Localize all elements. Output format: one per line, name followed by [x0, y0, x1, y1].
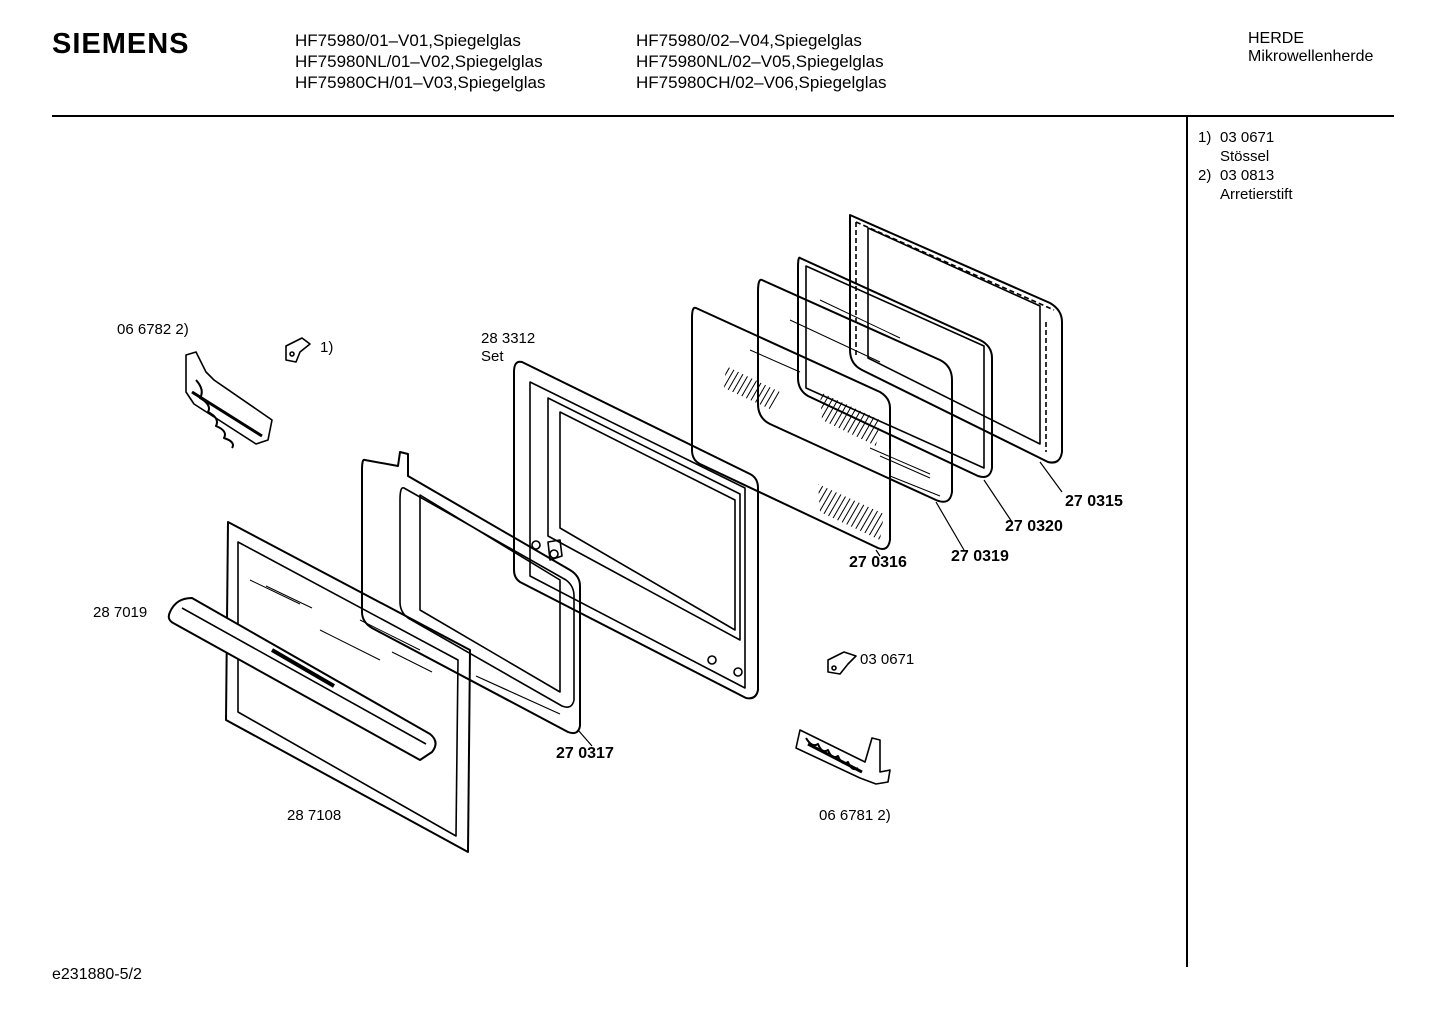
mesh-screen-270316 [691, 306, 931, 550]
model-line: HF75980CH/01–V03,Spiegelglas [295, 73, 546, 92]
inner-glass-frame-270317 [361, 451, 581, 735]
part-label-270317: 27 0317 [556, 745, 614, 762]
header-divider [52, 115, 1394, 117]
document-code: e231880-5/2 [52, 966, 142, 983]
model-list-2: HF75980/02–V04,Spiegelglas HF75980NL/02–… [636, 30, 886, 93]
model-line: HF75980NL/01–V02,Spiegelglas [295, 52, 543, 71]
category-title: HERDE [1248, 30, 1305, 47]
leader-lines [475, 461, 1063, 747]
part-label-066781: 06 6781 2) [819, 807, 891, 824]
part-label-270316: 27 0316 [849, 554, 907, 571]
right-hinge-066781 [795, 729, 891, 785]
part-label-030671: 03 0671 [860, 651, 915, 668]
brand-logo: SIEMENS [52, 28, 190, 60]
pusher-part-030671 [827, 651, 857, 675]
part-label-287108: 28 7108 [287, 807, 342, 824]
legend-code: 03 0813 [1220, 167, 1275, 184]
legend-num: 2) [1198, 167, 1212, 184]
thin-frame-270320 [797, 256, 993, 478]
glass-pane-270319 [757, 278, 953, 503]
model-list-1: HF75980/01–V01,Spiegelglas HF75980NL/01–… [295, 30, 545, 93]
legend-desc: Arretierstift [1220, 186, 1293, 203]
legend: 1) 03 0671 Stössel 2) 03 0813 Arretierst… [1198, 128, 1293, 204]
legend-code: 03 0671 [1220, 129, 1275, 146]
part-label-270319: 27 0319 [951, 548, 1009, 565]
category-subtitle: Mikrowellenherde [1248, 48, 1374, 65]
part-label-066782: 06 6782 2) [117, 321, 189, 338]
model-line: HF75980CH/02–V06,Spiegelglas [636, 73, 887, 92]
legend-item: 1) 03 0671 [1198, 128, 1293, 147]
category-block: HERDE Mikrowellenherde [1248, 30, 1373, 66]
part-label-283312: 28 3312 [481, 330, 536, 347]
legend-divider [1186, 117, 1188, 967]
part-label-set: Set [481, 348, 504, 365]
gasket-frame-270315 [849, 214, 1063, 464]
model-line: HF75980/01–V01,Spiegelglas [295, 31, 521, 50]
inner-door-frame-283312 [513, 360, 759, 700]
part-label-note1: 1) [320, 339, 334, 356]
legend-num: 1) [1198, 129, 1212, 146]
model-line: HF75980/02–V04,Spiegelglas [636, 31, 862, 50]
left-hinge-066782 [185, 351, 273, 449]
part-label-270320: 27 0320 [1005, 518, 1063, 535]
legend-item: 2) 03 0813 [1198, 166, 1293, 185]
pusher-part-1 [285, 337, 311, 363]
model-line: HF75980NL/02–V05,Spiegelglas [636, 52, 884, 71]
door-handle-287019 [167, 597, 437, 761]
part-label-270315: 27 0315 [1065, 493, 1123, 510]
part-label-287019: 28 7019 [93, 604, 148, 621]
legend-desc: Stössel [1220, 148, 1270, 165]
